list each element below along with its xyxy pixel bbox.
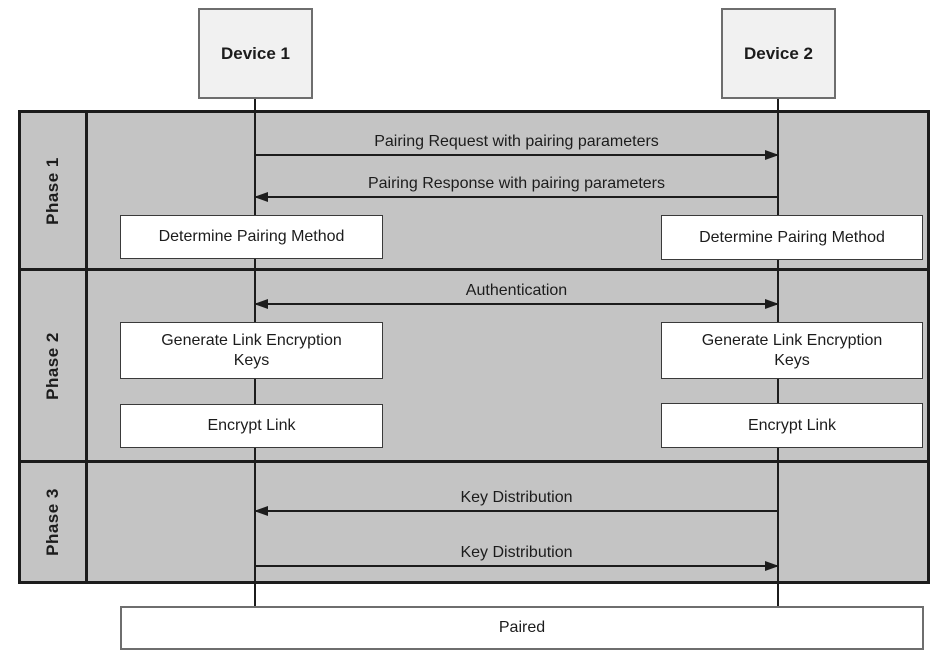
arrowhead-right-icon [765,561,779,571]
process-label: Encrypt Link [747,416,837,434]
message-key-distribution-2: Key Distribution [255,543,779,571]
arrowhead-right-icon [765,299,779,309]
paired-box: Paired [120,606,924,650]
phase-2-label: Phase 2 [43,331,63,400]
process-label: Determine Pairing Method [699,228,885,246]
device-1-label: Device 1 [221,43,290,63]
arrowhead-left-icon [254,506,268,516]
phase-3-row: Phase 3 [21,463,927,581]
message-key-distribution-1-line [254,506,778,516]
message-key-distribution-1: Key Distribution [254,488,778,516]
phase-3-label-cell: Phase 3 [21,463,88,581]
message-pairing-response-label: Pairing Response with pairing parameters [367,175,666,192]
phase-2-label-cell: Phase 2 [21,271,88,460]
arrowhead-right-icon [765,150,779,160]
message-authentication-label: Authentication [465,282,568,299]
process-generate-keys-left: Generate Link Encryption Keys [120,322,383,379]
process-encrypt-link-left: Encrypt Link [120,404,383,448]
device-2-box: Device 2 [721,8,836,99]
process-encrypt-link-right: Encrypt Link [661,403,923,448]
message-pairing-request-label: Pairing Request with pairing parameters [374,133,659,150]
phase-1-label: Phase 1 [43,156,63,225]
process-label: Determine Pairing Method [158,228,345,245]
process-determine-pairing-method-right: Determine Pairing Method [661,215,923,260]
message-pairing-response-line [254,192,778,202]
phase-2-row: Phase 2 [21,271,927,463]
message-pairing-response: Pairing Response with pairing parameters [254,174,778,202]
phase-1-label-cell: Phase 1 [21,113,88,268]
message-authentication-line [254,299,779,309]
process-label: Generate Link Encryption Keys [701,331,883,369]
message-pairing-request-line [255,150,779,160]
phase-1-row: Phase 1 [21,113,927,271]
message-key-distribution-2-label: Key Distribution [460,544,573,561]
paired-label: Paired [498,619,546,636]
device-1-box: Device 1 [198,8,313,99]
arrowhead-left-icon [254,299,268,309]
message-pairing-request: Pairing Request with pairing parameters [255,132,779,160]
phase-3-label: Phase 3 [43,488,63,556]
message-authentication: Authentication [254,281,779,309]
device-2-label: Device 2 [744,43,813,63]
message-key-distribution-1-label: Key Distribution [460,489,573,506]
process-generate-keys-right: Generate Link Encryption Keys [661,322,923,379]
process-determine-pairing-method-left: Determine Pairing Method [120,215,383,259]
process-label: Encrypt Link [207,417,296,434]
message-key-distribution-2-line [255,561,779,571]
process-label: Generate Link Encryption Keys [161,331,342,369]
arrowhead-left-icon [254,192,268,202]
